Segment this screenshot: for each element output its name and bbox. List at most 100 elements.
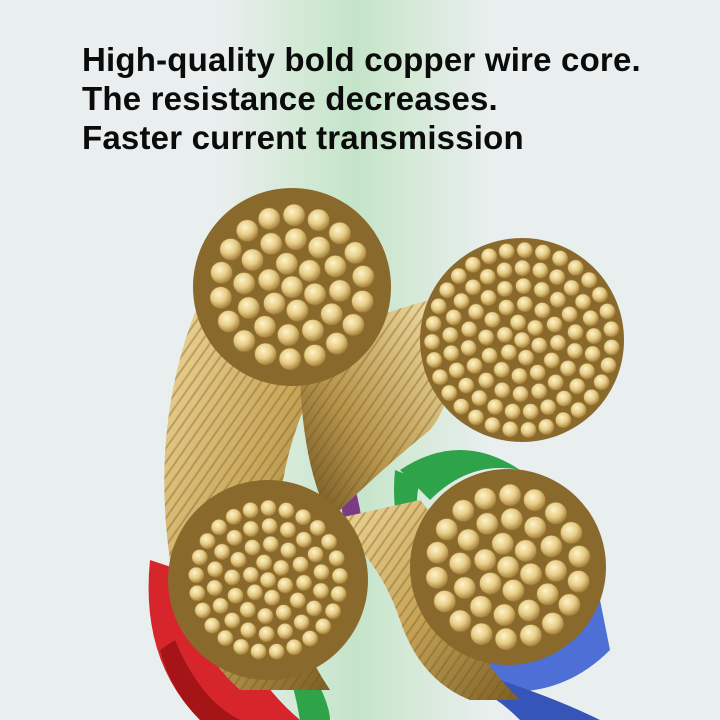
copper-strand (448, 552, 472, 575)
copper-strand (523, 488, 546, 512)
copper-strand (426, 541, 449, 564)
copper-strand (236, 219, 259, 242)
copper-strand (502, 421, 519, 438)
copper-strand (324, 602, 342, 620)
copper-strand (498, 243, 515, 260)
copper-strand (303, 344, 326, 367)
copper-strand (277, 577, 294, 594)
copper-strand (331, 567, 349, 585)
copper-strand (276, 622, 294, 640)
copper-strand (470, 622, 493, 646)
copper-strand (237, 296, 260, 319)
copper-strand (217, 629, 234, 647)
copper-strand (280, 542, 297, 559)
copper-strand (466, 357, 483, 374)
copper-strand (520, 421, 537, 438)
copper-strand (563, 279, 580, 296)
copper-strand (559, 360, 577, 377)
copper-strand (435, 518, 458, 541)
copper-strand (469, 595, 493, 618)
copper-strand (567, 323, 584, 341)
copper-strand (526, 319, 544, 336)
copper-strand (600, 357, 617, 374)
copper-strand (206, 560, 224, 578)
top-left-core (193, 188, 391, 386)
copper-strand (458, 377, 475, 394)
copper-strand (502, 579, 525, 602)
copper-strand (464, 256, 482, 273)
copper-strand (224, 612, 241, 629)
copper-strand (578, 362, 596, 380)
copper-strand (199, 532, 216, 550)
copper-strand (286, 299, 309, 322)
copper-strand (603, 339, 620, 356)
copper-strand (278, 502, 295, 519)
copper-strand (471, 389, 488, 407)
copper-strand (599, 303, 616, 320)
copper-strand (570, 401, 587, 419)
copper-strand (517, 599, 540, 622)
copper-strand (257, 268, 281, 292)
copper-strand (315, 617, 332, 635)
copper-strand (479, 268, 496, 285)
copper-strand (593, 373, 610, 391)
copper-strand (294, 508, 312, 526)
copper-strand (233, 329, 256, 353)
copper-strand (295, 574, 313, 591)
copper-strand (544, 559, 568, 582)
copper-strand (547, 374, 564, 391)
copper-strand (324, 255, 347, 278)
copper-strand (330, 585, 347, 603)
copper-strand (425, 315, 442, 332)
copper-strand (519, 562, 543, 586)
copper-strand (227, 587, 244, 604)
copper-strand (566, 342, 584, 359)
copper-strand (450, 267, 467, 285)
copper-strand (546, 316, 563, 333)
copper-strand (189, 584, 206, 602)
copper-strand (438, 281, 456, 299)
copper-strand (242, 520, 260, 537)
copper-strand (549, 291, 566, 308)
copper-strand (480, 248, 498, 265)
copper-strand (530, 383, 548, 400)
copper-strand (511, 367, 528, 385)
copper-strand (449, 609, 472, 633)
copper-strand (476, 512, 499, 535)
copper-strand (303, 282, 327, 306)
copper-strand (313, 563, 330, 581)
copper-strand (441, 384, 458, 402)
copper-strand (523, 516, 547, 539)
copper-strand (430, 298, 447, 315)
copper-strand (258, 207, 281, 230)
right-core (420, 238, 624, 442)
copper-strand (226, 529, 243, 546)
headline-line-2: The resistance decreases. (82, 80, 498, 117)
copper-strand (548, 268, 566, 286)
copper-strand (210, 261, 233, 284)
copper-strand (293, 614, 310, 631)
copper-strand (352, 265, 375, 288)
copper-strand (480, 289, 497, 306)
copper-strand (295, 531, 312, 548)
copper-strand (496, 262, 513, 279)
copper-strand (426, 351, 443, 369)
copper-strand (240, 621, 257, 639)
copper-strand (583, 389, 600, 406)
copper-strand (517, 349, 535, 366)
copper-strand (530, 337, 548, 354)
copper-strand (278, 347, 302, 371)
copper-strand (275, 604, 292, 621)
copper-strand (425, 566, 448, 589)
copper-strand (307, 236, 331, 259)
copper-strand (519, 624, 542, 647)
copper-strand (307, 546, 324, 563)
copper-strand (516, 241, 533, 259)
copper-strand (603, 320, 620, 338)
copper-strand (213, 543, 231, 560)
copper-strand (491, 532, 514, 555)
copper-strand (448, 362, 465, 379)
copper-strand (254, 342, 277, 366)
copper-strand (567, 259, 584, 276)
